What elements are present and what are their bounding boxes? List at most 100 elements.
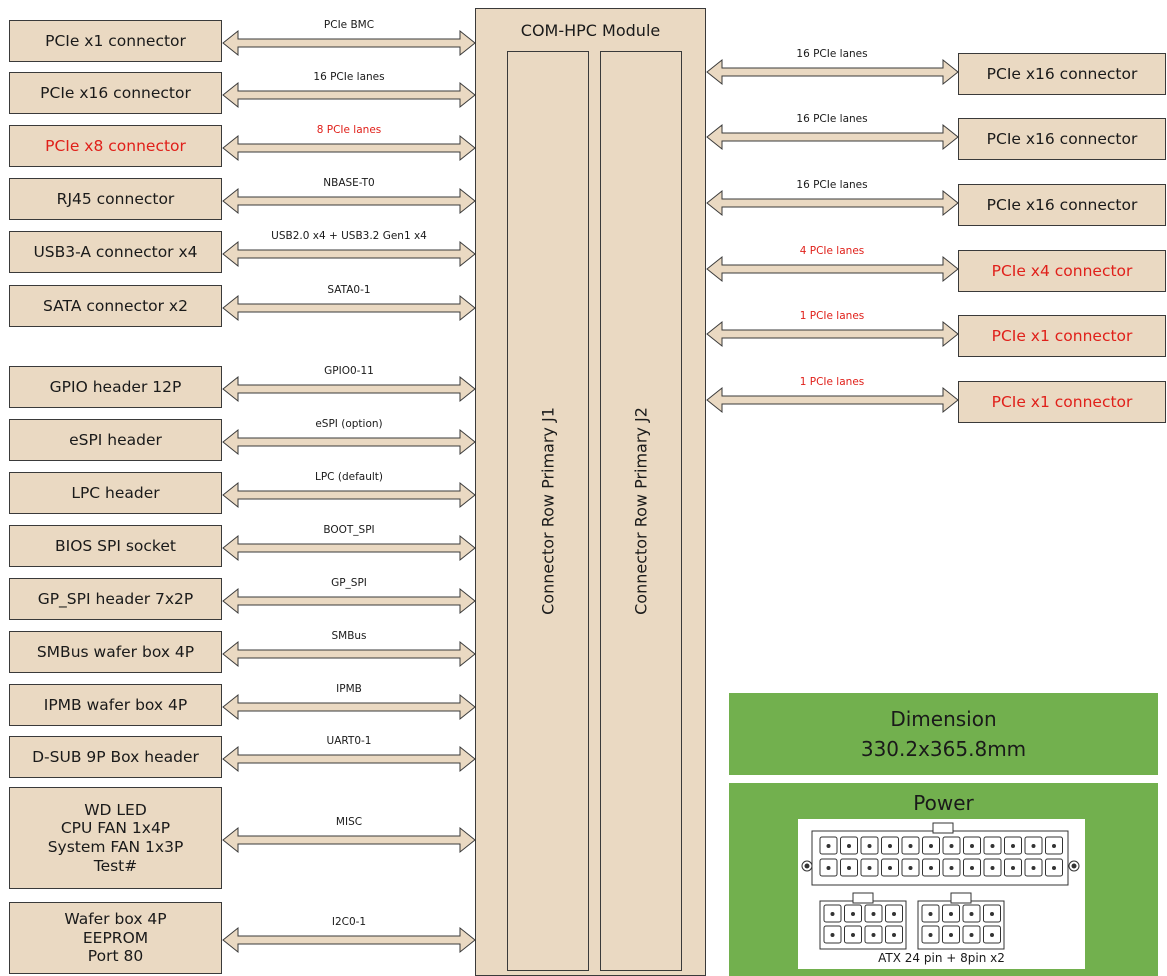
left-connector-2-arrow [222, 134, 476, 162]
left-connector-5-signal-label: SATA0-1 [327, 284, 370, 296]
left-connector-14-label: WD LED CPU FAN 1x4P System FAN 1x3P Test… [47, 800, 184, 875]
left-connector-7-signal-label: eSPI (option) [315, 418, 382, 430]
left-connector-0-arrow [222, 29, 476, 57]
left-connector-9-label: BIOS SPI socket [55, 536, 176, 555]
right-connector-5-box: PCIe x1 connector [958, 381, 1166, 423]
dimension-value: 330.2x365.8mm [860, 737, 1027, 761]
right-connector-0-box: PCIe x16 connector [958, 53, 1166, 95]
right-connector-4-box: PCIe x1 connector [958, 315, 1166, 357]
left-connector-10-box: GP_SPI header 7x2P [9, 578, 222, 620]
module-title: COM-HPC Module [520, 21, 661, 40]
left-connector-8-box: LPC header [9, 472, 222, 514]
left-connector-14-box: WD LED CPU FAN 1x4P System FAN 1x3P Test… [9, 787, 222, 889]
right-connector-4-arrow [706, 320, 959, 348]
right-connector-2-box: PCIe x16 connector [958, 184, 1166, 226]
right-connector-5-label: PCIe x1 connector [991, 392, 1133, 411]
left-connector-11-box: SMBus wafer box 4P [9, 631, 222, 673]
left-connector-15-box: Wafer box 4P EEPROM Port 80 [9, 902, 222, 974]
left-connector-4-arrow [222, 240, 476, 268]
left-connector-13-arrow [222, 745, 476, 773]
left-connector-4-box: USB3-A connector x4 [9, 231, 222, 273]
left-connector-4-label: USB3-A connector x4 [33, 242, 198, 261]
left-connector-0-label: PCIe x1 connector [45, 31, 186, 50]
left-connector-9-signal-label: BOOT_SPI [323, 524, 374, 536]
left-connector-5-label: SATA connector x2 [43, 296, 188, 315]
left-connector-10-label: GP_SPI header 7x2P [37, 589, 194, 608]
left-connector-11-signal-label: SMBus [331, 630, 366, 642]
left-connector-0-box: PCIe x1 connector [9, 20, 222, 62]
left-connector-12-arrow [222, 693, 476, 721]
right-connector-3-label: PCIe x4 connector [991, 261, 1133, 280]
left-connector-14-arrow [222, 826, 476, 854]
left-connector-15-signal-label: I2C0-1 [332, 916, 366, 928]
left-connector-7-label: eSPI header [69, 430, 162, 449]
right-connector-1-label: PCIe x16 connector [986, 129, 1138, 148]
power-connector-illustration: ATX 24 pin + 8pin x2 [798, 819, 1085, 969]
left-connector-12-box: IPMB wafer box 4P [9, 684, 222, 726]
left-connector-2-signal-label: 8 PCIe lanes [317, 124, 382, 136]
power-caption: ATX 24 pin + 8pin x2 [878, 951, 1005, 965]
dimension-label: Dimension [890, 707, 997, 731]
right-connector-0-label: PCIe x16 connector [986, 64, 1138, 83]
left-connector-12-signal-label: IPMB [336, 683, 362, 695]
left-connector-9-box: BIOS SPI socket [9, 525, 222, 567]
left-connector-8-arrow [222, 481, 476, 509]
left-connector-7-box: eSPI header [9, 419, 222, 461]
power-panel: Power ATX 24 pin + 8pin x2 [729, 783, 1158, 976]
left-connector-4-signal-label: USB2.0 x4 + USB3.2 Gen1 x4 [271, 230, 427, 242]
left-connector-3-signal-label: NBASE-T0 [323, 177, 374, 189]
left-connector-1-label: PCIe x16 connector [40, 83, 191, 102]
left-connector-0-signal-label: PCIe BMC [324, 19, 374, 31]
right-connector-1-box: PCIe x16 connector [958, 118, 1166, 160]
left-connector-6-box: GPIO header 12P [9, 366, 222, 408]
right-connector-2-signal-label: 16 PCIe lanes [796, 179, 867, 191]
left-connector-15-arrow [222, 926, 476, 954]
right-connector-5-signal-label: 1 PCIe lanes [800, 376, 865, 388]
left-connector-7-arrow [222, 428, 476, 456]
left-connector-13-signal-label: UART0-1 [327, 735, 372, 747]
right-connector-5-arrow [706, 386, 959, 414]
right-connector-0-arrow [706, 58, 959, 86]
left-connector-8-label: LPC header [71, 483, 160, 502]
connector-row-j2: Connector Row Primary J2 [600, 51, 682, 971]
left-connector-2-box: PCIe x8 connector [9, 125, 222, 167]
left-connector-6-arrow [222, 375, 476, 403]
power-title: Power [913, 791, 974, 815]
right-connector-4-label: PCIe x1 connector [991, 326, 1133, 345]
left-connector-10-arrow [222, 587, 476, 615]
left-connector-5-box: SATA connector x2 [9, 285, 222, 327]
right-connector-2-label: PCIe x16 connector [986, 195, 1138, 214]
atx-connector-icon [801, 822, 1080, 950]
right-connector-1-arrow [706, 123, 959, 151]
right-connector-3-box: PCIe x4 connector [958, 250, 1166, 292]
right-connector-2-arrow [706, 189, 959, 217]
dimension-panel: Dimension 330.2x365.8mm [729, 693, 1158, 775]
right-connector-3-signal-label: 4 PCIe lanes [800, 245, 865, 257]
com-hpc-module: COM-HPC Module Connector Row Primary J1 … [475, 8, 706, 976]
left-connector-6-signal-label: GPIO0-11 [324, 365, 374, 377]
left-connector-13-box: D-SUB 9P Box header [9, 736, 222, 778]
left-connector-2-label: PCIe x8 connector [45, 136, 186, 155]
left-connector-10-signal-label: GP_SPI [331, 577, 367, 589]
left-connector-8-signal-label: LPC (default) [315, 471, 383, 483]
left-connector-14-signal-label: MISC [336, 816, 362, 828]
left-connector-5-arrow [222, 294, 476, 322]
left-connector-3-label: RJ45 connector [56, 189, 175, 208]
connector-row-j1: Connector Row Primary J1 [507, 51, 589, 971]
right-connector-3-arrow [706, 255, 959, 283]
left-connector-1-signal-label: 16 PCIe lanes [313, 71, 384, 83]
left-connector-13-label: D-SUB 9P Box header [32, 747, 199, 766]
left-connector-3-box: RJ45 connector [9, 178, 222, 220]
right-connector-0-signal-label: 16 PCIe lanes [796, 48, 867, 60]
left-connector-15-label: Wafer box 4P EEPROM Port 80 [64, 910, 167, 966]
left-connector-9-arrow [222, 534, 476, 562]
left-connector-3-arrow [222, 187, 476, 215]
left-connector-12-label: IPMB wafer box 4P [43, 695, 188, 714]
left-connector-6-label: GPIO header 12P [49, 377, 182, 396]
right-connector-1-signal-label: 16 PCIe lanes [796, 113, 867, 125]
left-connector-1-box: PCIe x16 connector [9, 72, 222, 114]
right-connector-4-signal-label: 1 PCIe lanes [800, 310, 865, 322]
left-connector-11-label: SMBus wafer box 4P [36, 642, 195, 661]
left-connector-11-arrow [222, 640, 476, 668]
